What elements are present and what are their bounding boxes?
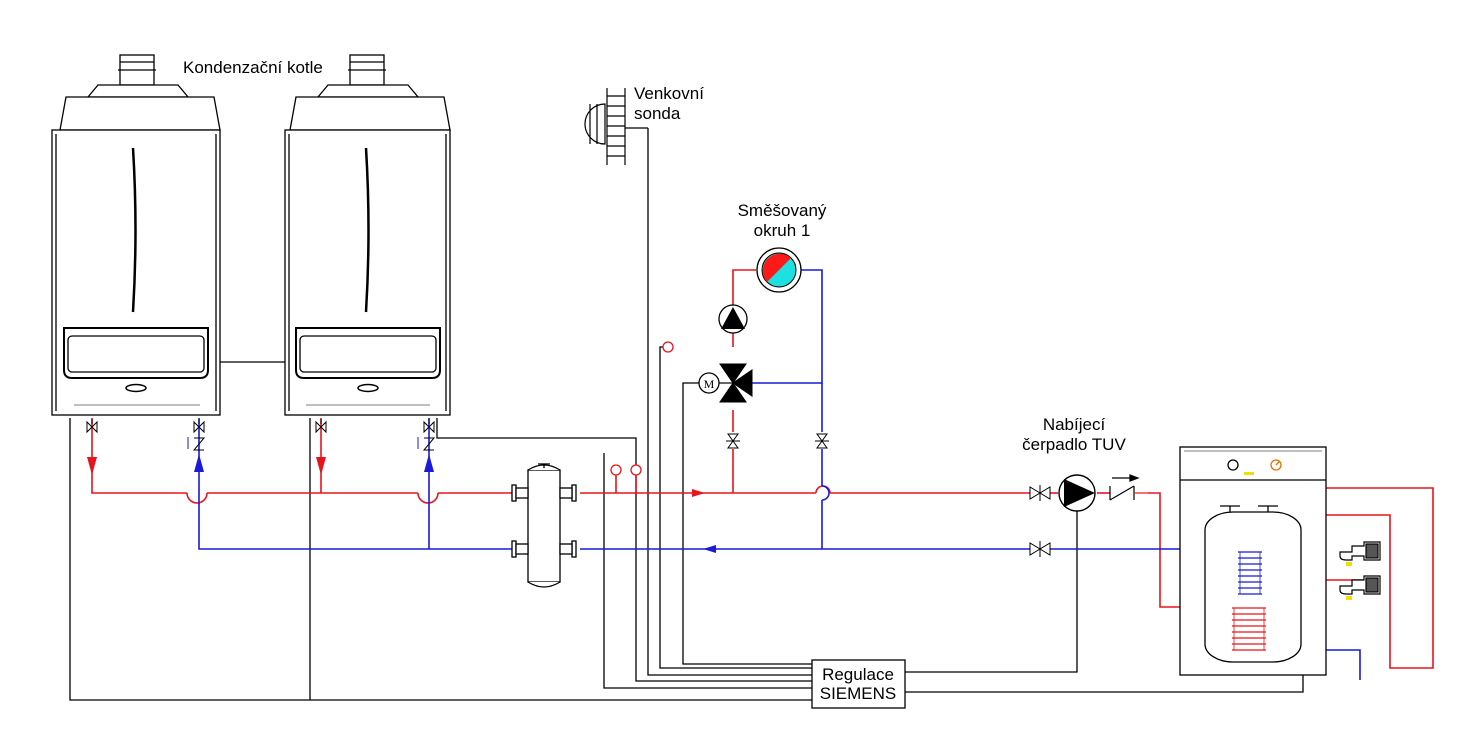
- dhw-loading-pump: [1058, 474, 1096, 512]
- tank-blue-coil: [1238, 551, 1262, 595]
- supply-flow-arrow: [692, 489, 705, 497]
- control-wiring: [69, 128, 1304, 701]
- mixed-circuit-label-line1: Směšovaný: [738, 201, 827, 220]
- temperature-sensor-icon: [630, 464, 642, 476]
- ball-valve-icon: [315, 419, 327, 434]
- dhw-line-valves: [1029, 485, 1051, 557]
- supply-piping: [91, 269, 1434, 669]
- ball-valve-icon: [423, 419, 435, 434]
- hot-water-tap-1: [1339, 541, 1381, 566]
- hydraulic-separator: [511, 463, 577, 588]
- dhw-pump-label-line1: Nabíjecí: [1043, 415, 1106, 434]
- boilers-label: Kondenzační kotle: [183, 58, 323, 77]
- flow-arrows: [87, 454, 716, 553]
- dhw-pump-label-line2: čerpadlo TUV: [1022, 435, 1126, 454]
- outdoor-sensor-label-line2: sonda: [634, 104, 681, 123]
- dhw-check-valve: [1109, 474, 1148, 501]
- boiler2-supply-arrow: [316, 457, 326, 475]
- ball-valve-icon: [193, 419, 205, 434]
- tank-red-coil: [1232, 607, 1266, 651]
- outdoor-sensor-label-line1: Venkovní: [634, 84, 704, 103]
- mixed-circuit-valves: [726, 433, 829, 449]
- boiler1-supply-arrow: [87, 457, 97, 475]
- return-flow-arrow: [703, 545, 716, 553]
- hot-water-tap-2: [1339, 575, 1381, 600]
- check-valve-icon: [422, 437, 436, 451]
- siemens-controller-box: [811, 659, 906, 709]
- three-way-mixing-valve: [719, 363, 753, 403]
- ball-valve-icon: [86, 419, 98, 434]
- mixed-circuit-label-line2: okruh 1: [754, 221, 811, 240]
- outdoor-sensor: [584, 88, 648, 165]
- controller-label-line2: SIEMENS: [820, 684, 897, 703]
- check-valve-icon: [192, 437, 206, 451]
- condensing-boiler-2: [284, 54, 451, 416]
- boiler-valves: [86, 419, 436, 451]
- condensing-boiler-1: [51, 54, 221, 416]
- controller-label-line1: Regulace: [822, 665, 894, 684]
- mixed-circuit-pump: [718, 304, 748, 334]
- boiler2-return-arrow: [424, 454, 434, 472]
- temperature-sensor-icon: [662, 341, 674, 353]
- mixed-circuit-radiator: [756, 247, 802, 293]
- boiler1-return-arrow: [194, 454, 204, 472]
- temperature-sensor-icon: [610, 464, 622, 476]
- motor-symbol: M: [704, 377, 715, 391]
- valve-actuator: M: [698, 372, 733, 394]
- dhw-storage-tank: [1179, 446, 1327, 676]
